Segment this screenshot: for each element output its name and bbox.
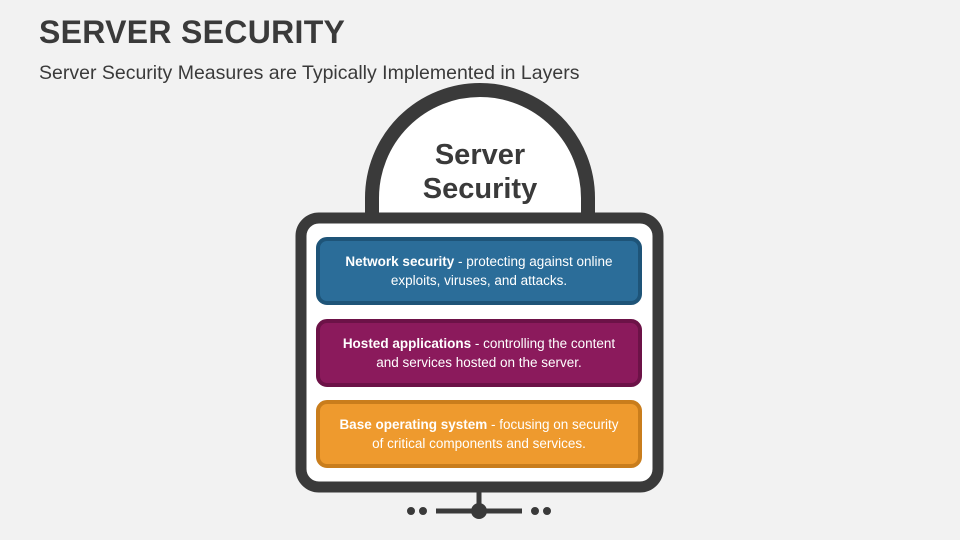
connector-dot-right-outer [543,507,551,515]
layer-description: - focusing on security of critical compo… [372,417,619,451]
page-title: SERVER SECURITY [39,14,346,50]
page-subtitle: Server Security Measures are Typically I… [39,62,580,84]
layer-name: Hosted applications [342,336,472,351]
layer-base-operating-system: Base operating system - focusing on secu… [316,400,642,468]
layer-name: Base operating system [339,417,488,432]
connector-dot-left-outer [407,507,415,515]
layer-description: - protecting against online exploits, vi… [390,254,613,288]
layer-network-security: Network security - protecting against on… [316,237,642,305]
lock-label-line-1: Server [434,139,526,171]
padlock-shackle [365,83,595,216]
lock-label-line-2: Security [422,173,538,205]
layer-name: Network security [345,254,455,269]
connector-dot-left-inner [419,507,427,515]
lock-label: Server Security [380,138,580,206]
connector-dot-right-inner [531,507,539,515]
connector-hub [471,503,487,519]
layer-description: - controlling the content and services h… [376,336,616,370]
layer-hosted-applications: Hosted applications - controlling the co… [316,319,642,387]
